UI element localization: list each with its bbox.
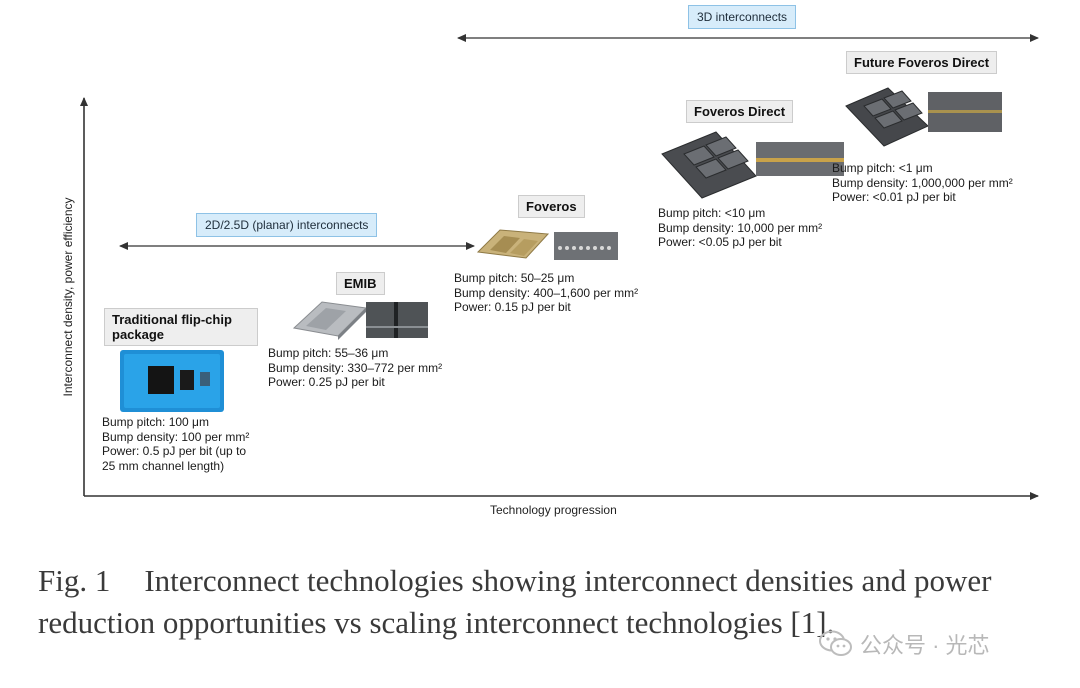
x-axis-label: Technology progression	[490, 503, 617, 517]
tag-emib: EMIB	[336, 272, 385, 295]
caption-text: Interconnect technologies showing interc…	[38, 563, 992, 640]
wechat-icon	[819, 630, 852, 656]
flip-chip-package-image	[120, 350, 224, 412]
tag-future-foveros-direct: Future Foveros Direct	[846, 51, 998, 74]
watermark: 公众号 · 光芯	[818, 628, 990, 660]
tag-foveros-direct: Foveros Direct	[686, 100, 794, 123]
axes-layer	[80, 34, 1039, 500]
specs-foveros: Bump pitch: 50–25 μm Bump density: 400–1…	[454, 271, 639, 314]
foveros-direct-package-image	[661, 131, 844, 199]
emib-package-image	[292, 301, 428, 340]
figure-number: Fig. 1	[38, 563, 111, 598]
watermark-text: 公众号 · 光芯	[860, 633, 990, 658]
specs-emib: Bump pitch: 55–36 μm Bump density: 330–7…	[268, 346, 443, 389]
tag-traditional-flip-chip: Traditional flip-chip package	[104, 308, 258, 346]
specs-foveros-direct: Bump pitch: <10 μm Bump density: 10,000 …	[658, 206, 823, 249]
specs-future-foveros-direct: Bump pitch: <1 μm Bump density: 1,000,00…	[832, 161, 1013, 204]
specs-traditional-flip-chip: Bump pitch: 100 μm Bump density: 100 per…	[102, 415, 250, 473]
future-foveros-direct-package-image	[845, 87, 1002, 147]
tag-foveros: Foveros	[518, 195, 585, 218]
3d-interconnects-label: 3D interconnects	[688, 5, 797, 29]
y-axis-label: Interconnect density, power efficiency	[61, 197, 75, 397]
2d-interconnects-label: 2D/2.5D (planar) interconnects	[196, 213, 378, 237]
foveros-package-image	[476, 229, 618, 260]
